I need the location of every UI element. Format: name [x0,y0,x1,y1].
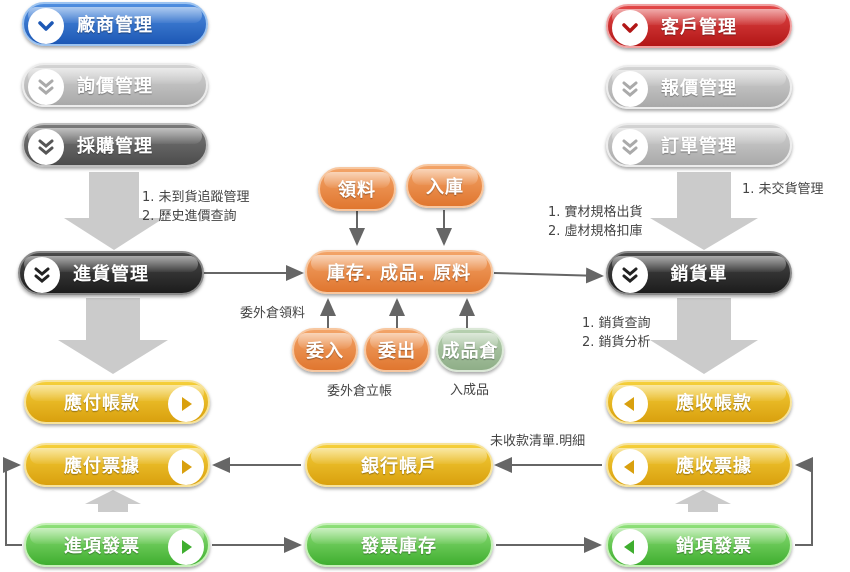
block-arrow-sales-to-receivable [650,298,758,374]
order-note: 1. 未交貨管理 [742,182,824,197]
uncollected-note: 未收款清單.明細 [490,434,586,449]
arrow-loop-left [3,457,22,546]
node-label: 客戶管理 [661,17,737,38]
play-circle-icon [168,529,204,565]
sales-notes: 1. 銷貨查詢 2. 銷貨分析 [582,314,651,352]
node-label: 進項發票 [64,536,140,557]
node-label: 入庫 [426,177,464,198]
double-chevron-down-icon [612,129,648,165]
block-arrow-purchase-to-receiving [64,172,164,250]
node-label: 應收票據 [676,456,752,477]
node-label: 詢價管理 [77,76,153,97]
back-circle-icon [612,386,648,422]
node-label: 銷貨單 [670,264,728,285]
outsource-account-note: 委外倉立帳 [327,384,393,399]
node-label: 應付票據 [64,456,140,477]
purchase-notes: 1. 未到貨追蹤管理 2. 歷史進價查詢 [142,188,250,226]
sales-note-2: 2. 銷貨分析 [582,335,651,350]
double-chevron-down-icon [612,71,648,107]
chevron-down-circle-icon [28,8,64,44]
double-chevron-down-icon [28,129,64,165]
quotation-management-node[interactable]: 報價管理 [606,65,792,109]
double-chevron-down-icon [612,257,648,293]
node-label: 報價管理 [661,78,737,99]
double-chevron-down-icon [28,69,64,105]
node-label: 委出 [378,341,416,362]
node-label: 訂單管理 [661,136,737,157]
sales-slip-node[interactable]: 銷貨單 [606,251,792,295]
play-circle-icon [168,386,204,422]
shipping-note-1: 1. 實材規格出貨 [548,205,643,220]
sales-invoice-node[interactable]: 銷項發票 [606,523,792,567]
arrow-inventory-to-sales [493,267,604,284]
outsource-requisition-note: 委外倉領料 [240,306,306,321]
back-circle-icon [612,449,648,485]
customer-management-node[interactable]: 客戶管理 [606,4,792,48]
purchase-note-1: 1. 未到貨追蹤管理 [142,190,250,205]
purchase-invoice-node[interactable]: 進項發票 [24,523,210,567]
chevron-down-circle-icon [612,10,648,46]
finished-warehouse-node[interactable]: 成品倉 [436,328,504,372]
block-arrow-receiving-to-payable [58,298,168,374]
purchase-note-2: 2. 歷史進價查詢 [142,209,237,224]
double-chevron-down-icon [24,257,60,293]
back-circle-icon [612,529,648,565]
node-label: 銀行帳戶 [361,456,437,477]
outsource-out-node[interactable]: 委出 [364,328,430,372]
accounts-receivable-node[interactable]: 應收帳款 [606,380,792,424]
node-label: 委入 [306,341,344,362]
inquiry-management-node[interactable]: 詢價管理 [22,63,208,107]
node-label: 銷項發票 [676,536,752,557]
block-arrow-order-to-sales [650,172,758,250]
sales-note-1: 1. 銷貨查詢 [582,316,651,331]
requisition-node[interactable]: 領料 [318,167,396,211]
node-label: 採購管理 [77,136,153,157]
shipping-notes: 1. 實材規格出貨 2. 虛材規格扣庫 [548,203,643,241]
notes-receivable-node[interactable]: 應收票據 [606,443,792,487]
purchase-management-node[interactable]: 採購管理 [22,123,208,167]
block-arrow-invoice-to-notes [85,490,141,512]
shipping-note-2: 2. 虛材規格扣庫 [548,224,643,239]
notes-payable-node[interactable]: 應付票據 [24,443,210,487]
outsource-in-node[interactable]: 委入 [292,328,358,372]
order-management-node[interactable]: 訂單管理 [606,123,792,167]
node-label: 發票庫存 [361,536,437,557]
accounts-payable-node[interactable]: 應付帳款 [24,380,210,424]
bank-account-node[interactable]: 銀行帳戶 [305,443,493,487]
node-label: 應付帳款 [64,393,140,414]
node-label: 成品倉 [441,341,499,362]
finished-in-note: 入成品 [450,383,490,398]
inventory-node[interactable]: 庫存. 成品. 原料 [305,250,493,294]
receiving-management-node[interactable]: 進貨管理 [18,251,204,295]
stock-in-node[interactable]: 入庫 [406,164,484,208]
vendor-management-node[interactable]: 廠商管理 [22,2,208,46]
node-label: 庫存. 成品. 原料 [326,263,472,284]
block-arrow-salesinv-to-notes [675,490,731,512]
node-label: 領料 [338,180,376,201]
play-circle-icon [168,449,204,485]
node-label: 應收帳款 [676,393,752,414]
node-label: 廠商管理 [77,15,153,36]
arrow-loop-right [795,457,813,546]
invoice-stock-node[interactable]: 發票庫存 [305,523,493,567]
node-label: 進貨管理 [73,264,149,285]
